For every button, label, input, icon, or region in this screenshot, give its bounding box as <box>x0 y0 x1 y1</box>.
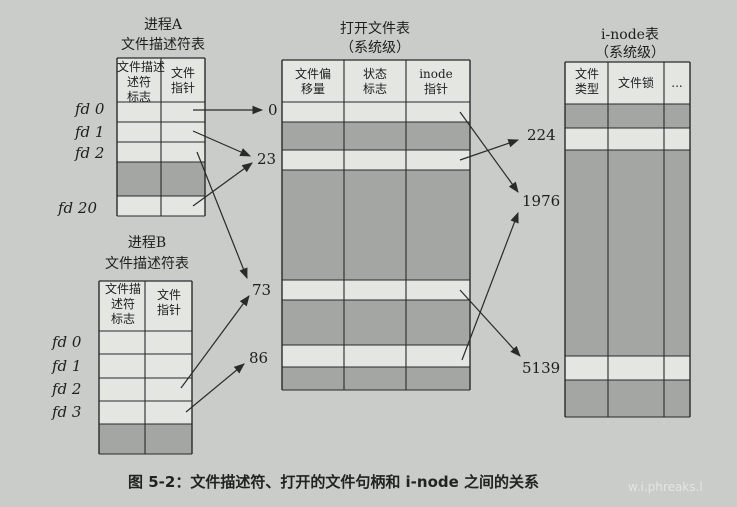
arrow-73-to-5139 <box>459 289 521 357</box>
open-file-index-23: 23 <box>257 150 277 168</box>
inode-header-type: 文件 类型 <box>574 67 599 96</box>
open-file-table-row-4 <box>282 170 470 280</box>
inode-header-more: ... <box>671 76 683 90</box>
inode-table-row-2 <box>565 128 690 150</box>
open-file-table-row-8 <box>282 367 470 390</box>
arrow-a-fd2-to-73 <box>196 151 248 280</box>
process-a-fd-0: fd 0 <box>75 100 105 118</box>
open-file-table-subtitle: （系统级） <box>340 40 410 56</box>
open-file-table-row-2 <box>282 122 470 150</box>
open-file-table-row-5 <box>282 280 470 300</box>
inode-table-title: i-node表 <box>601 27 659 43</box>
process-b-fd-0: fd 0 <box>52 333 82 351</box>
inode-table-row-3 <box>565 150 690 356</box>
arrow-a-fd1-to-23 <box>192 130 251 157</box>
inode-table-row-5 <box>565 380 690 417</box>
process-b-header-flags: 文件描 述符 标志 <box>104 282 141 326</box>
open-file-table-row-0 <box>282 60 470 102</box>
arrow-b-fd3-to-86 <box>185 363 245 413</box>
open-file-table-row-1 <box>282 102 470 122</box>
open-file-table-row-3 <box>282 150 470 170</box>
open-file-index-73: 73 <box>252 281 272 299</box>
process-a-subtitle: 文件描述符表 <box>121 37 205 53</box>
open-file-header-inode: inode 指针 <box>419 67 453 96</box>
process-a-fd-1: fd 1 <box>75 123 105 141</box>
open-file-table-title: 打开文件表 <box>340 21 410 37</box>
process-a-fd-2: fd 2 <box>75 144 105 162</box>
arrow-b-fd2-to-73 <box>180 295 250 389</box>
inode-index-5139: 5139 <box>522 359 561 377</box>
process-b-fd-2: fd 2 <box>52 380 82 398</box>
process-a-title: 进程A <box>143 17 183 33</box>
inode-table-subtitle: （系统级） <box>595 45 665 61</box>
inode-table-row-4 <box>565 356 690 380</box>
process-b-header-pointer: 文件 指针 <box>156 288 181 317</box>
open-file-index-86: 86 <box>249 349 269 367</box>
arrow-a-fd20-to-23 <box>192 162 253 207</box>
inode-index-1976: 1976 <box>522 192 561 210</box>
inode-index-224: 224 <box>527 126 556 144</box>
figure-caption: 图 5-2：文件描述符、打开的文件句柄和 i-node 之间的关系 <box>128 473 540 491</box>
inode-table-row-1 <box>565 104 690 128</box>
open-file-table-row-7 <box>282 345 470 367</box>
process-a-header-pointer: 文件 指针 <box>170 66 195 95</box>
watermark: w.i.phreaks.l <box>628 480 703 494</box>
open-file-index-0: 0 <box>268 101 278 119</box>
process-b-title: 进程B <box>127 235 167 251</box>
open-file-header-status: 状态 标志 <box>362 67 387 96</box>
process-b-fd-3: fd 3 <box>52 403 82 421</box>
open-file-header-offset: 文件偏 移量 <box>294 67 331 96</box>
process-a-header-flags: 文件描述 述符 标志 <box>117 60 166 104</box>
arrow-86-to-1976 <box>461 211 519 361</box>
arrow-0-to-1976 <box>459 111 519 193</box>
process-b-fd-1: fd 1 <box>52 357 82 375</box>
arrow-23-to-224 <box>459 139 520 161</box>
process-b-subtitle: 文件描述符表 <box>105 256 189 272</box>
process-a-fd-20: fd 20 <box>58 199 98 217</box>
inode-table-row-0 <box>565 62 690 104</box>
open-file-table-row-6 <box>282 300 470 345</box>
inode-header-lock: 文件锁 <box>617 76 654 90</box>
